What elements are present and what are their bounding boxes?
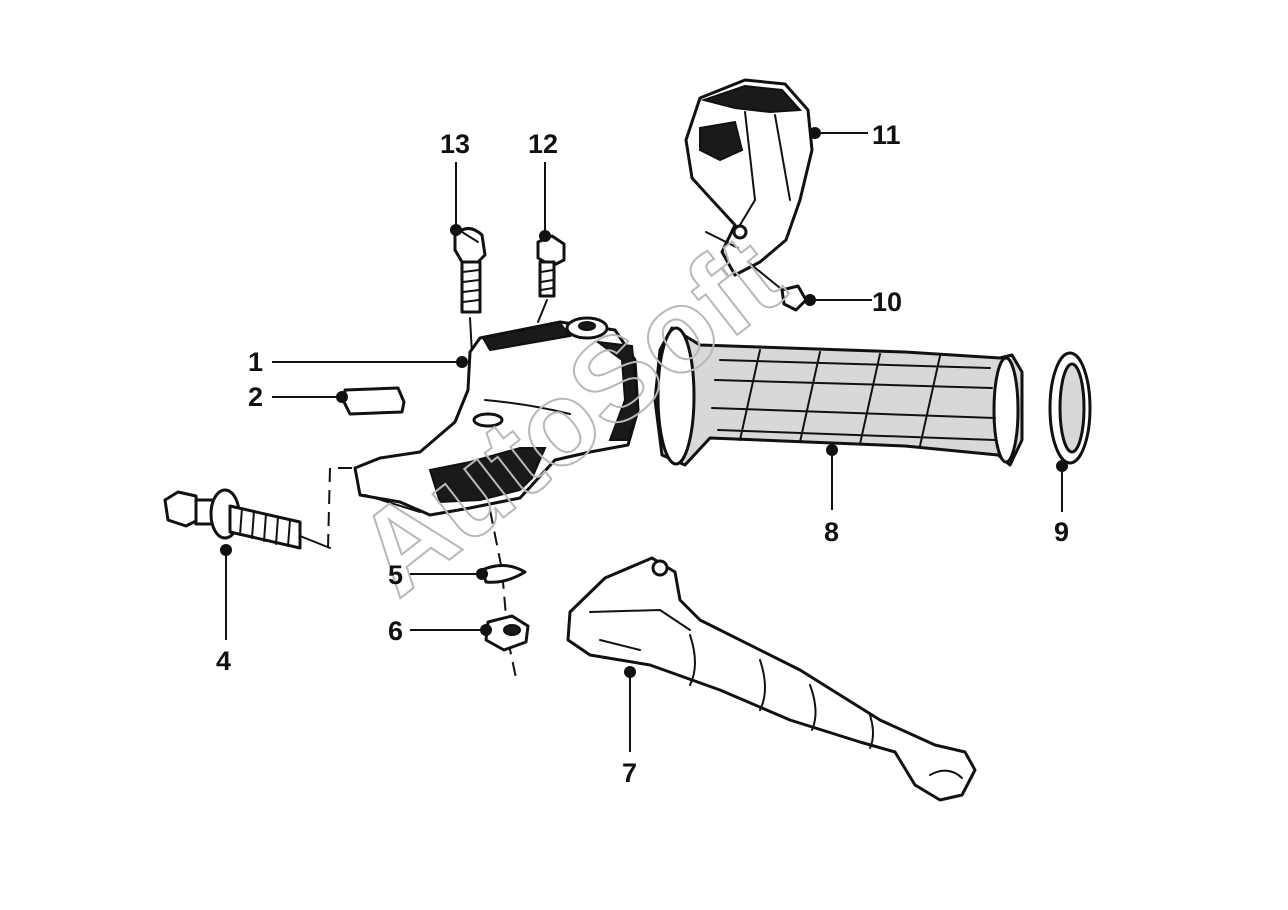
callout-2: 2	[248, 382, 263, 412]
part-pin	[342, 386, 406, 416]
part-end-cap	[1048, 351, 1092, 465]
part-switch-cover	[684, 78, 814, 277]
callout-12: 12	[528, 129, 558, 159]
part-nut	[484, 614, 530, 652]
callout-5: 5	[388, 560, 403, 590]
part-handle-bracket	[353, 316, 640, 517]
part-small-screw	[747, 261, 808, 312]
callout-11: 11	[872, 120, 901, 150]
callout-6: 6	[388, 616, 403, 646]
assembly-lines	[327, 467, 517, 679]
part-adjusting-bolt	[163, 488, 331, 550]
part-lever	[566, 556, 977, 802]
callout-1: 1	[248, 347, 263, 377]
callout-labels: 1 2 4 5 6 7 8 9 10 11 12 13	[216, 120, 1069, 788]
part-clip	[480, 564, 527, 584]
part-grip	[653, 326, 1024, 467]
callout-4: 4	[216, 646, 231, 676]
leader-lines	[220, 127, 1068, 752]
callout-9: 9	[1054, 517, 1069, 547]
callout-13: 13	[440, 129, 470, 159]
callout-8: 8	[824, 517, 839, 547]
callout-10: 10	[872, 287, 902, 317]
part-hex-screw	[536, 234, 566, 323]
callout-7: 7	[622, 758, 637, 788]
